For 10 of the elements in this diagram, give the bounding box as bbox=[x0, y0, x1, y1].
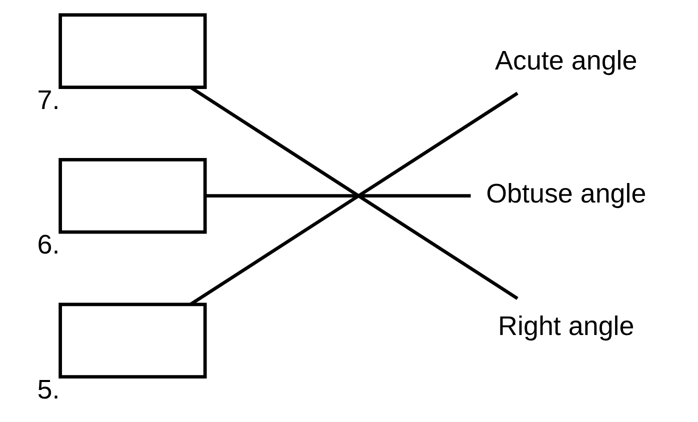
node-label: 5. bbox=[37, 374, 60, 404]
node-text: Acute angle bbox=[495, 45, 638, 76]
node-text: Right angle bbox=[498, 311, 634, 342]
connector bbox=[205, 194, 471, 198]
node-box bbox=[58, 158, 207, 234]
node-box bbox=[58, 302, 207, 378]
node-text: Obtuse angle bbox=[486, 178, 646, 208]
node-box bbox=[58, 13, 207, 89]
node-label: 6. bbox=[37, 230, 60, 260]
node-label: 7. bbox=[37, 84, 60, 115]
